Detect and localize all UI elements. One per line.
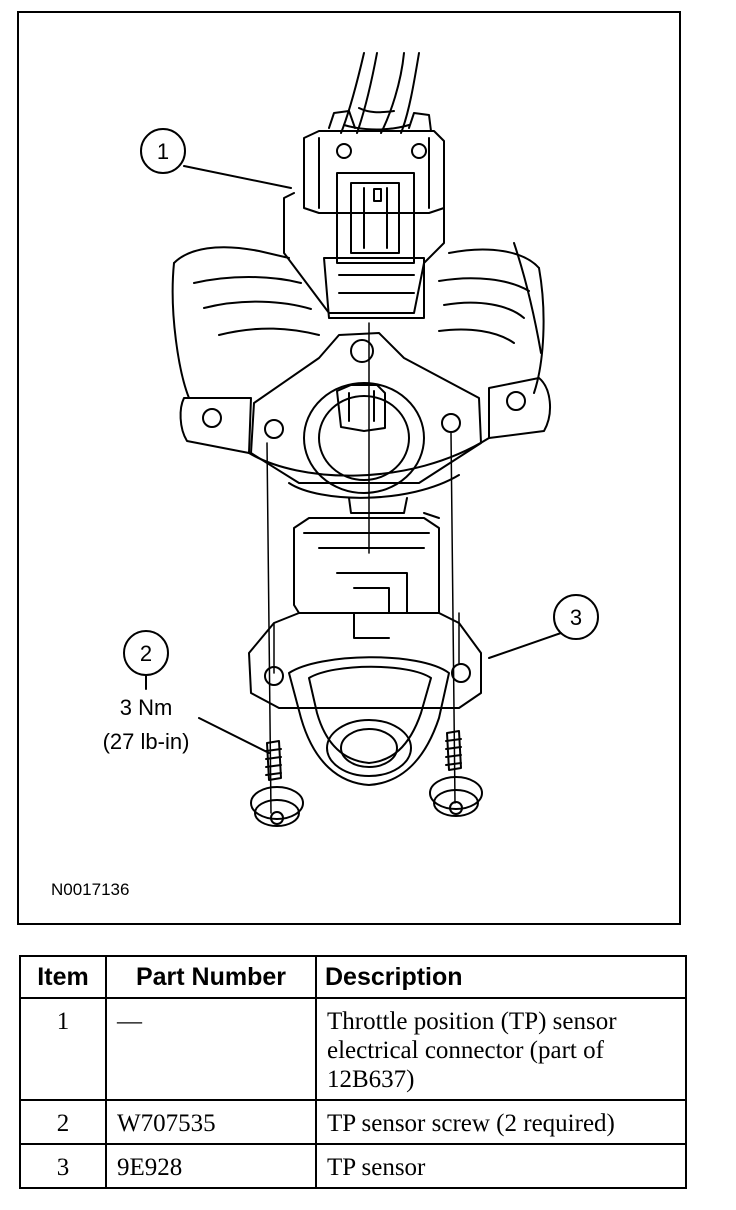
header-part-number: Part Number	[105, 955, 317, 999]
callout-2-circle	[123, 630, 169, 676]
tp-sensor-illustration: 1 2 3 3 Nm (27 lb-in) N0017136	[51, 52, 599, 899]
cell-description: TP sensor	[315, 1143, 687, 1189]
table-header-row: Item Part Number Description	[19, 955, 687, 999]
wire-harness	[340, 52, 420, 134]
torque-nm-label: 3 Nm	[120, 695, 173, 720]
leader-line-2b	[198, 717, 270, 754]
callout-3-circle	[553, 594, 599, 640]
table-row: 3 9E928 TP sensor	[19, 1143, 687, 1189]
cell-description: TP sensor screw (2 required)	[315, 1099, 687, 1145]
cell-item: 2	[19, 1099, 107, 1145]
electrical-connector	[283, 110, 445, 319]
throttle-body	[171, 242, 551, 514]
table-row: 2 W707535 TP sensor screw (2 required)	[19, 1099, 687, 1145]
torque-lbin-label: (27 lb-in)	[103, 729, 190, 754]
callout-3-label: 3	[570, 605, 582, 630]
callout-1-circle	[140, 128, 186, 174]
callout-1-label: 1	[157, 139, 169, 164]
cell-part-number: 9E928	[105, 1143, 317, 1189]
screw-left	[250, 740, 304, 827]
cell-part-number: W707535	[105, 1099, 317, 1145]
leader-line-1	[183, 165, 292, 189]
figure-id: N0017136	[51, 880, 129, 899]
cell-description: Throttle position (TP) sensor electrical…	[315, 997, 687, 1101]
parts-table: Item Part Number Description 1 — Throttl…	[19, 955, 687, 1189]
tp-sensor	[248, 512, 482, 786]
mounting-flange	[250, 332, 482, 494]
diagram-frame: 1 2 3 3 Nm (27 lb-in) N0017136	[17, 11, 681, 925]
screw-right	[429, 730, 483, 817]
cell-item: 3	[19, 1143, 107, 1189]
leader-line-3	[488, 632, 562, 659]
table-row: 1 — Throttle position (TP) sensor electr…	[19, 997, 687, 1101]
cell-item: 1	[19, 997, 107, 1101]
header-description: Description	[315, 955, 687, 999]
header-item: Item	[19, 955, 107, 999]
cell-part-number: —	[105, 997, 317, 1101]
callout-2-label: 2	[140, 641, 152, 666]
